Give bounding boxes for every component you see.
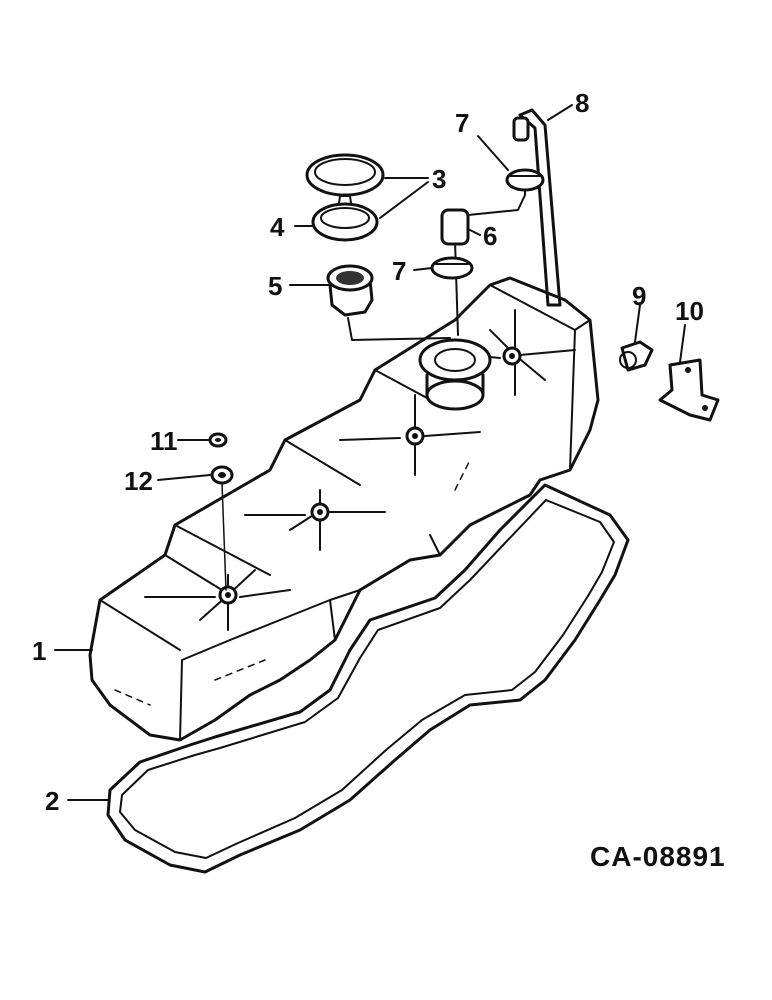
callout-6: 6 (483, 221, 497, 251)
valve-cover (88, 276, 600, 742)
breather-cap (305, 153, 385, 242)
callout-1: 1 (32, 636, 46, 666)
callout-2: 2 (45, 786, 59, 816)
leader-lines (54, 104, 686, 801)
breather-tube-assembly (430, 108, 562, 336)
callout-3: 3 (432, 164, 446, 194)
drawing-code: CA-08891 (590, 841, 726, 872)
mounting-bracket (658, 358, 720, 422)
callout-12: 12 (124, 466, 153, 496)
callout-7-upper: 7 (455, 108, 469, 138)
callout-8: 8 (575, 88, 589, 118)
callout-11: 11 (150, 426, 178, 456)
callout-4: 4 (270, 212, 285, 242)
breather-element (326, 264, 451, 341)
callout-10: 10 (675, 296, 704, 326)
assembly-line (221, 482, 227, 591)
seal-washer (210, 465, 234, 485)
washer (208, 432, 228, 448)
callout-5: 5 (268, 271, 282, 301)
callout-7-lower: 7 (392, 256, 406, 286)
hose-clip (619, 340, 654, 372)
callout-9: 9 (632, 281, 646, 311)
valve-cover-gasket (106, 483, 630, 874)
